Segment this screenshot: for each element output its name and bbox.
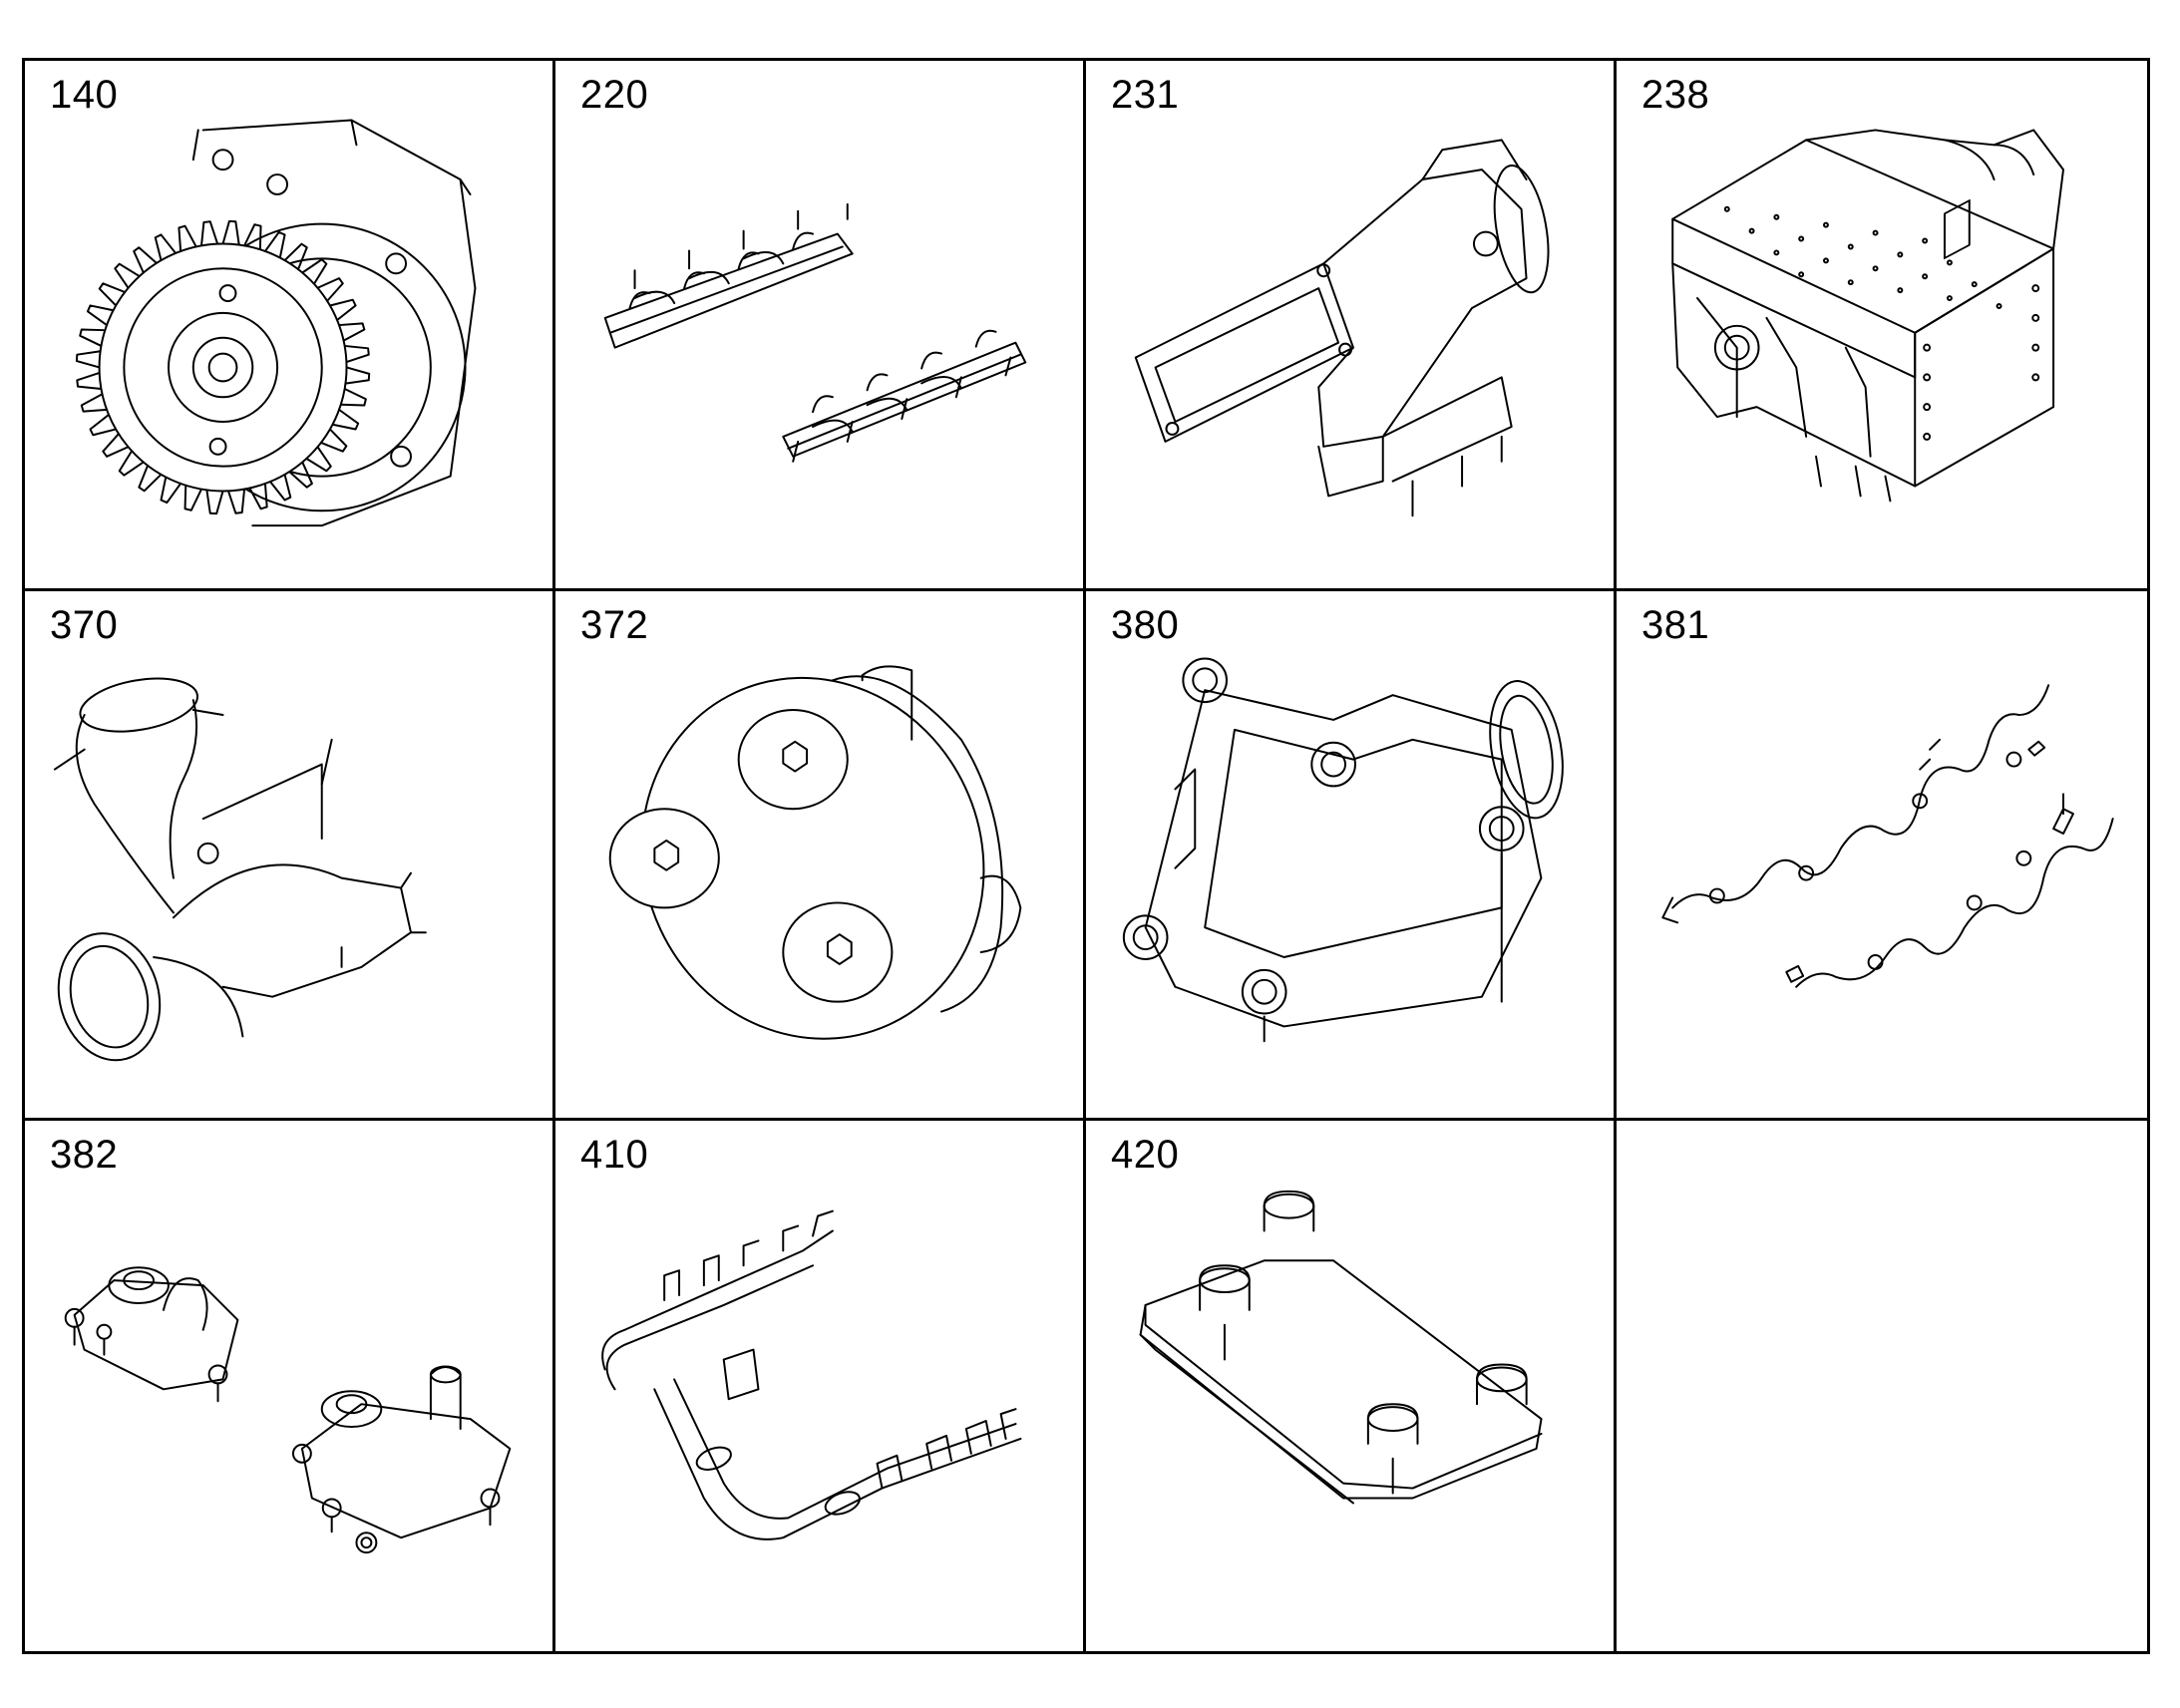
parts-grid: 140 220 <box>22 58 2150 1654</box>
pipe-assembly-drawing-icon <box>601 1209 1022 1541</box>
part-number: 238 <box>1641 73 1710 117</box>
part-cell-380[interactable]: 380 <box>1086 590 1617 1122</box>
part-cell-140[interactable]: 140 <box>25 61 555 591</box>
part-cell-231[interactable]: 231 <box>1086 61 1617 591</box>
part-number: 370 <box>50 602 119 647</box>
part-cell-420[interactable]: 420 <box>1086 1121 1617 1651</box>
part-number: 420 <box>1111 1133 1180 1178</box>
part-number: 410 <box>580 1133 649 1178</box>
manifold-pair-drawing-icon <box>603 202 1027 463</box>
part-cell-410[interactable]: 410 <box>555 1121 1086 1651</box>
part-number: 372 <box>580 602 649 647</box>
part-number: 381 <box>1641 602 1710 647</box>
part-number: 231 <box>1111 73 1180 117</box>
gear-pump-drawing-icon <box>75 119 477 527</box>
part-number: 220 <box>580 73 649 117</box>
thermostat-housing-drawing-icon <box>64 1266 512 1554</box>
part-cell-220[interactable]: 220 <box>555 61 1086 591</box>
intake-duct-drawing-icon <box>1134 139 1550 517</box>
housing-cover-drawing-icon <box>1122 657 1564 1042</box>
part-cell-372[interactable]: 372 <box>555 590 1086 1122</box>
part-cell-370[interactable]: 370 <box>25 590 555 1122</box>
bolted-plate-drawing-icon <box>1139 1191 1543 1505</box>
part-number: 140 <box>50 73 119 117</box>
charge-air-cooler-drawing-icon <box>1671 129 2064 503</box>
part-cell-381[interactable]: 381 <box>1617 591 2147 1122</box>
part-cell-238[interactable]: 238 <box>1617 61 2147 591</box>
flange-tool-drawing-icon <box>608 665 1022 1040</box>
part-cell-382[interactable]: 382 <box>25 1121 555 1651</box>
empty-cell <box>1617 1121 2147 1651</box>
wire-harness-drawing-icon <box>1661 683 2114 988</box>
part-number: 382 <box>50 1133 119 1178</box>
pipe-elbow-drawing-icon <box>53 677 427 1061</box>
part-number: 380 <box>1111 602 1180 647</box>
